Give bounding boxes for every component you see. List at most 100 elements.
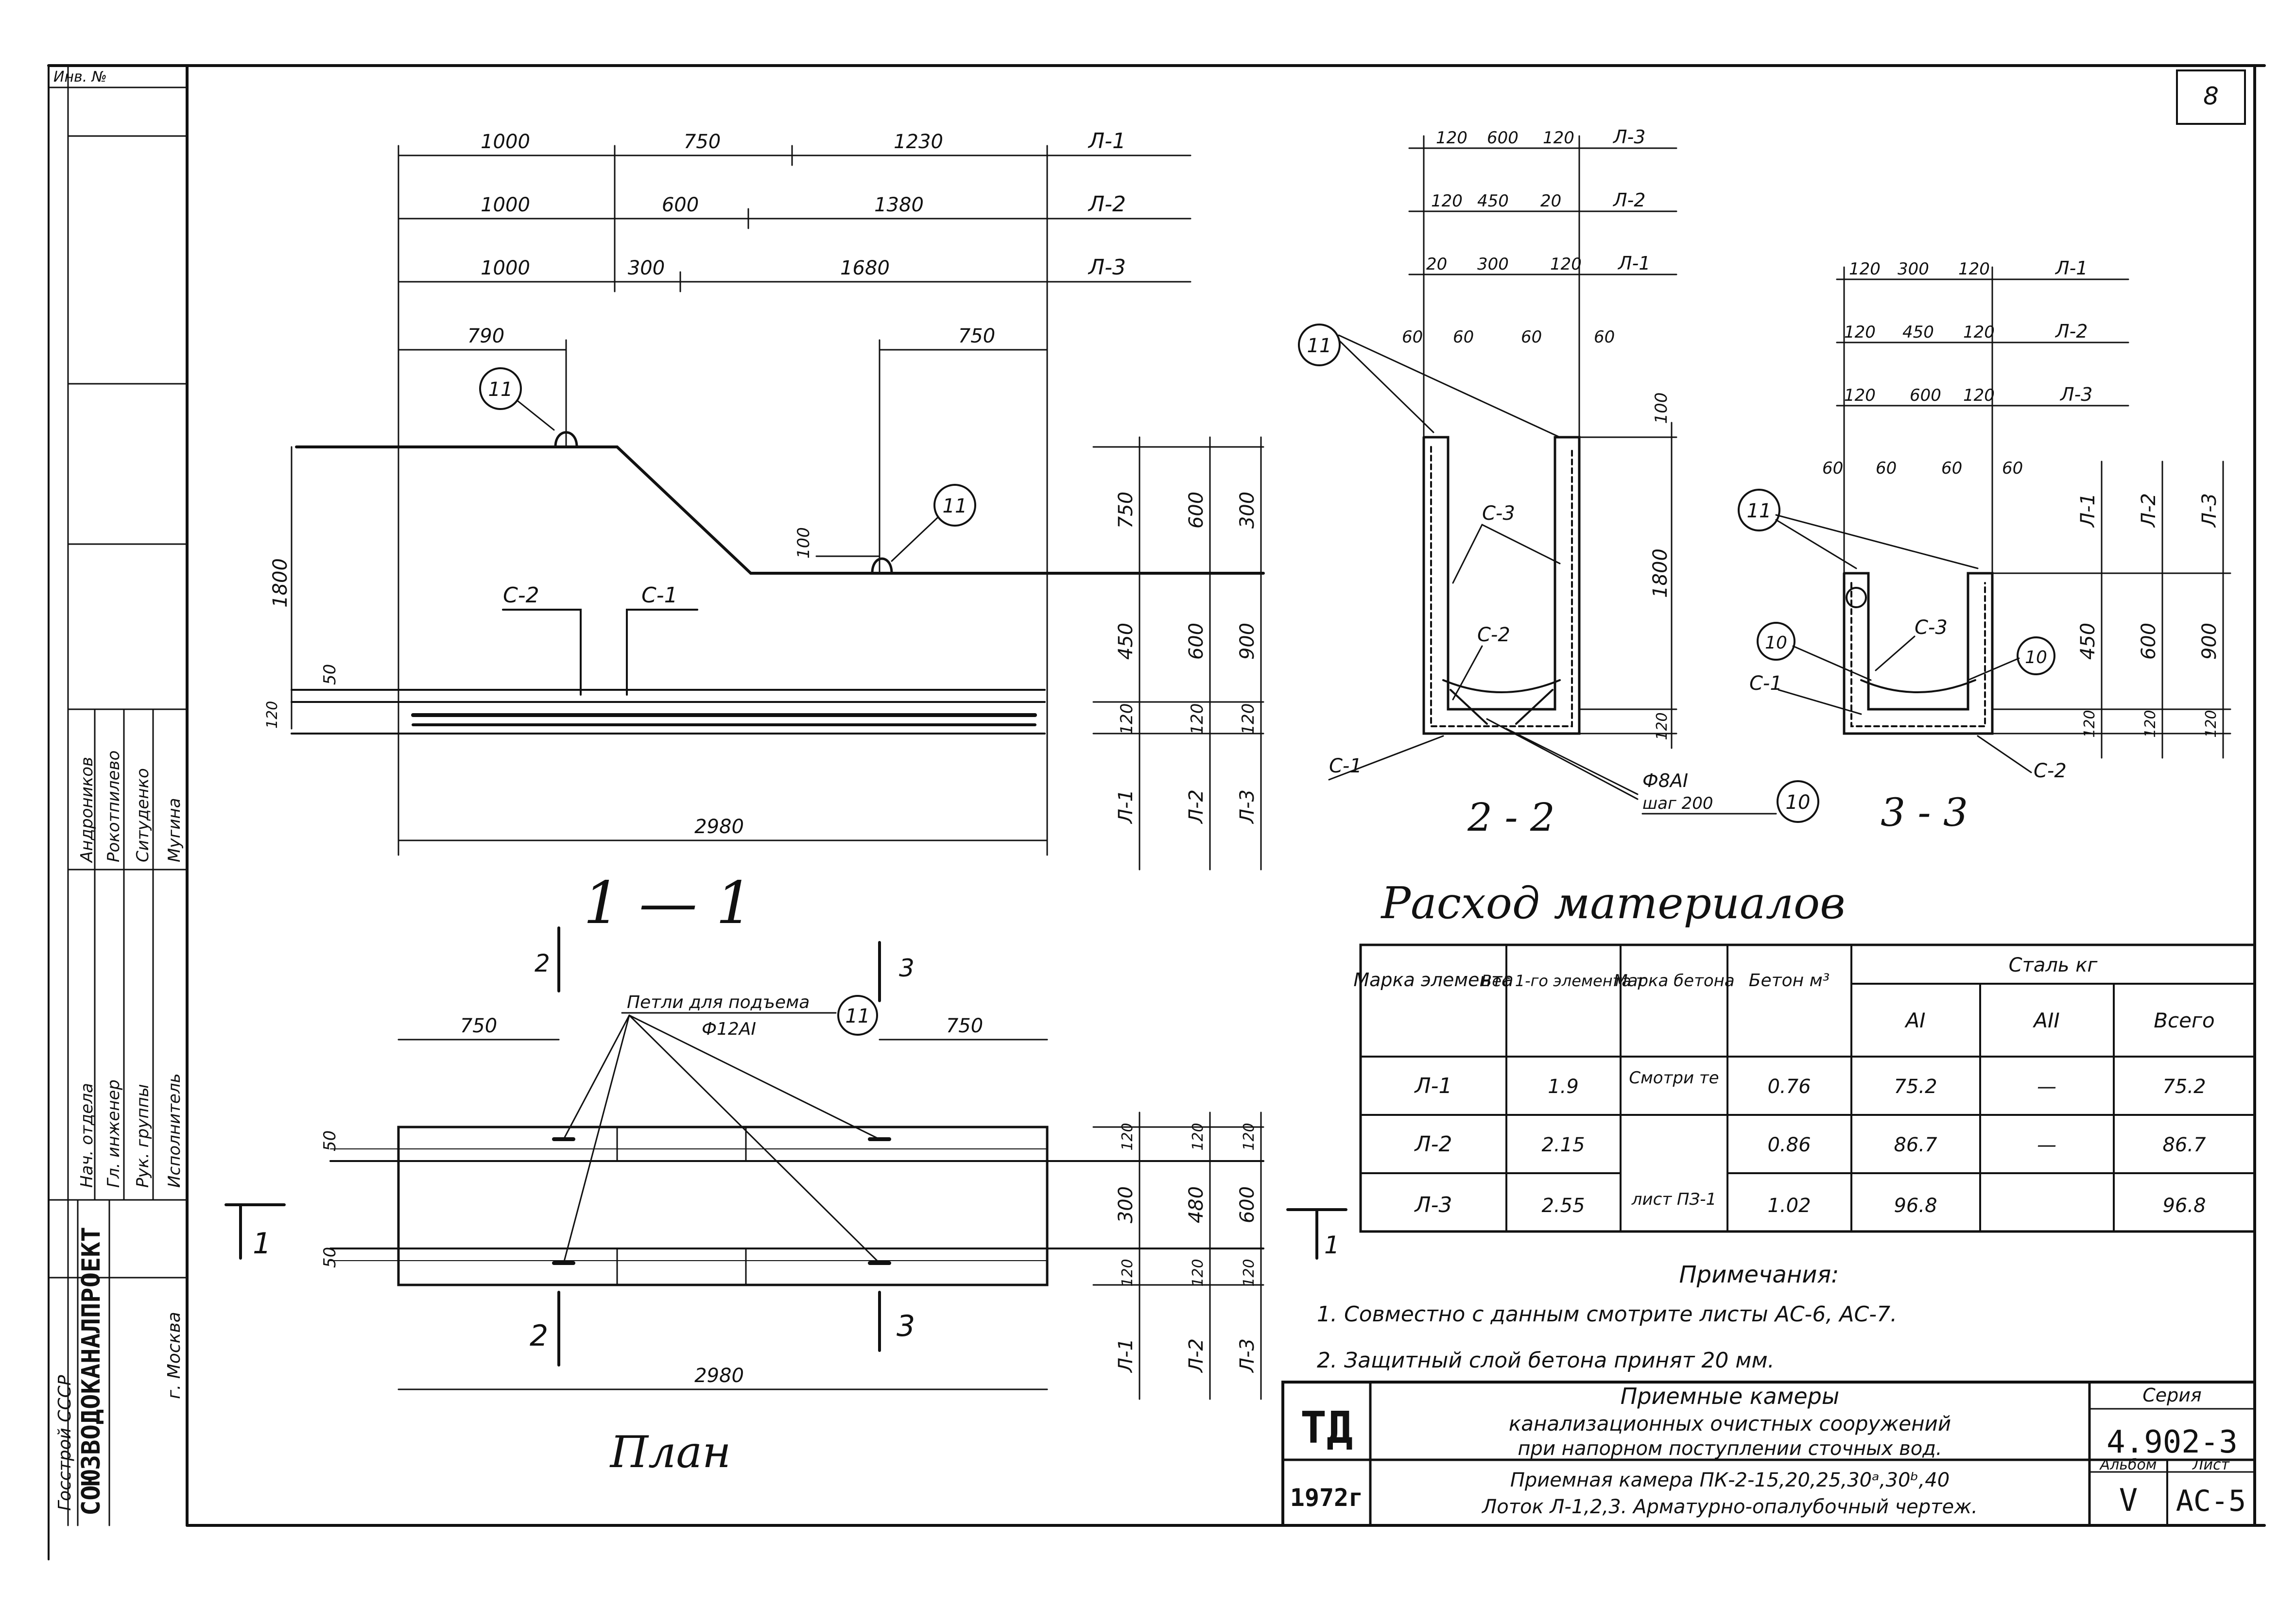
s33-r2-a: 120	[1844, 323, 1876, 342]
materials-title: Расход материалов	[1380, 878, 1845, 929]
s22-r3-a: 20	[1426, 255, 1447, 274]
row2-mark: Л-2	[1414, 1132, 1452, 1157]
staff-role-4: Исполнитель	[165, 1073, 184, 1188]
th-total: Всего	[2154, 1009, 2215, 1032]
s22-c2: С-2	[1477, 624, 1510, 646]
inv-label: Инв. №	[53, 68, 107, 85]
s33-callout-11	[1738, 489, 1780, 531]
plan-cut-1-right: 1	[1324, 1231, 1340, 1259]
sheet-value: АС-5	[2176, 1484, 2246, 1518]
plan-cut-2-top: 2	[535, 949, 550, 977]
th-mark: Марка элемента	[1353, 969, 1513, 991]
r3-d: Л-3	[1236, 789, 1259, 824]
s22-rebar-step: шаг 200	[1642, 794, 1713, 813]
s33-sub-a: 60	[1822, 459, 1843, 478]
row2-a2: —	[2037, 1134, 2056, 1156]
title-block: ТД 1972г Приемные камеры канализационных…	[1281, 1381, 2256, 1527]
section-3-3: 120 300 120 Л-1 120 450 120 Л-2 120 600 …	[1738, 257, 2231, 835]
plan-r3-d: Л-3	[1236, 1338, 1259, 1373]
plan-loops-label: Петли для подъема	[627, 992, 810, 1012]
row3-total: 96.8	[2162, 1195, 2206, 1217]
dim-row2-b: 600	[662, 194, 699, 216]
year: 1972г	[1290, 1484, 1364, 1512]
th-concrete-mark: Марка бетона	[1613, 971, 1735, 991]
staff-role-3: Рук. группы	[133, 1084, 153, 1188]
s22-title: 2 - 2	[1467, 795, 1555, 840]
title-line-1: Приемные камеры	[1621, 1383, 1840, 1409]
th-a1: АI	[1904, 1009, 1925, 1032]
s33-c1-a: Л-1	[2077, 493, 2099, 528]
album-label: Альбом	[2099, 1456, 2157, 1473]
staff-role-2: Гл. инженер	[104, 1079, 123, 1188]
s22-sub-d: 60	[1594, 327, 1615, 347]
r3-c: 120	[1239, 703, 1258, 735]
s22-r3-b: 300	[1477, 255, 1509, 274]
plan-r1-d: Л-1	[1115, 1338, 1137, 1373]
s33-sub-c: 60	[1941, 459, 1962, 478]
s22-callout-10-text: 10	[1786, 791, 1811, 814]
section-2-2: 120 600 120 Л-3 120 450 20 Л-2 20 300 12…	[1298, 126, 1819, 840]
s33-r3-c: 120	[1963, 386, 1995, 405]
plan-view: 2 3 Петли для подъема Ф12АI 11 750 750 5…	[224, 926, 1347, 1478]
note-1: 1. Совместно с данным смотрите листы АС-…	[1317, 1302, 1897, 1327]
cut-c2: С-2	[503, 583, 539, 608]
s33-r2-b: 450	[1902, 323, 1934, 342]
dim-100: 100	[794, 527, 813, 559]
staff-name-4: Мугина	[165, 798, 184, 862]
s22-r1-a: 120	[1436, 128, 1467, 148]
s33-callout-10b-text: 10	[2025, 648, 2047, 667]
section-1-1: 1000 750 1230 Л-1 1000 600 1380 Л-2 1000…	[264, 129, 1265, 937]
plan-r3-c: 120	[1241, 1259, 1258, 1286]
dim-120: 120	[264, 701, 281, 729]
plan-r2-a: 120	[1190, 1123, 1207, 1150]
page-number-box	[2176, 69, 2246, 125]
s22-r2-b: 450	[1477, 191, 1509, 211]
plan-r3-a: 120	[1241, 1123, 1258, 1150]
dim-row3-a: 1000	[481, 257, 530, 279]
s33-callout-11-text: 11	[1747, 500, 1772, 522]
s33-sub-b: 60	[1876, 459, 1897, 478]
s22-r3-c: 120	[1550, 255, 1582, 274]
s22-callout-11	[1298, 324, 1341, 366]
series-value: 4.902-3	[2106, 1424, 2238, 1460]
s33-c2: С-2	[2034, 760, 2067, 782]
row3-a1: 96.8	[1894, 1195, 1937, 1217]
th-steel: Сталь кг	[2009, 954, 2098, 976]
r2-a: 600	[1185, 492, 1208, 529]
s33-r1-label: Л-1	[2054, 257, 2088, 279]
s22-r2-a: 120	[1431, 191, 1463, 211]
dim-row1-label: Л-1	[1088, 129, 1126, 154]
dim-row3-b: 300	[628, 257, 665, 279]
staff-role-1: Нач. отдела	[77, 1083, 97, 1188]
city: г. Москва	[164, 1312, 184, 1399]
r3-a: 300	[1236, 492, 1259, 529]
dim-row2-a: 1000	[481, 194, 530, 216]
dim-row1-a: 1000	[481, 131, 530, 153]
s33-c3-b: 900	[2198, 623, 2221, 660]
dim-row3-c: 1680	[840, 257, 890, 279]
s22-dim-100: 100	[1652, 393, 1671, 424]
r2-d: Л-2	[1185, 789, 1208, 824]
ministry: Госстрой СССР	[55, 1375, 75, 1511]
plan-cut-2-bottom: 2	[530, 1319, 548, 1353]
sheet-label: Лист	[2192, 1456, 2230, 1473]
page-number: 8	[2203, 82, 2219, 110]
cut-c1: С-1	[641, 583, 678, 608]
plan-title: План	[609, 1427, 731, 1478]
callout-11-b	[933, 484, 976, 527]
s33-callout-10a-text: 10	[1765, 633, 1787, 653]
concrete-sheet-ref: лист ПЗ-1	[1631, 1190, 1716, 1209]
r1-d: Л-1	[1115, 789, 1137, 824]
notes: Примечания: 1. Совместно с данным смотри…	[1317, 1261, 1897, 1373]
dim-790: 790	[467, 325, 504, 347]
dim-row1-c: 1230	[894, 131, 943, 153]
s22-r1-label: Л-3	[1612, 126, 1645, 148]
plan-r2-d: Л-2	[1185, 1338, 1208, 1373]
plan-cut-3-top: 3	[899, 954, 915, 982]
plan-cut-1-left: 1	[253, 1227, 271, 1261]
s22-r2-label: Л-2	[1612, 189, 1645, 211]
s33-r2-c: 120	[1963, 323, 1995, 342]
dim-2980: 2980	[694, 816, 744, 838]
s33-sub-d: 60	[2002, 459, 2023, 478]
